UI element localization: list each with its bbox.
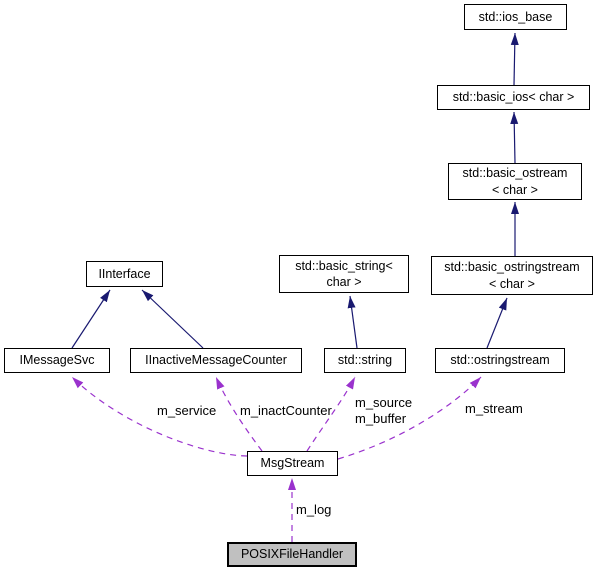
node-iinterface[interactable]: IInterface — [86, 261, 163, 287]
node-std-string[interactable]: std::string — [324, 348, 406, 373]
edge-imessagesvc-to-iinterface — [71, 289, 111, 349]
edge-label-m-stream: m_stream — [465, 401, 523, 416]
edge-msgstream-to-imessagesvc — [71, 376, 248, 457]
edge-label-m-service: m_service — [157, 403, 217, 418]
edge-label-m-inactcounter: m_inactCounter — [240, 403, 332, 418]
node-msgstream[interactable]: MsgStream — [247, 451, 338, 476]
edge-msgstream-to-ostringstream — [337, 376, 482, 460]
edge-ostringstream-to-basic-ostringstream — [486, 297, 508, 349]
node-std-basic-ostream[interactable]: std::basic_ostream < char > — [448, 163, 582, 200]
edge-basic-ostream-to-basic-ios — [510, 111, 519, 164]
edge-string-to-basic-string — [347, 295, 358, 349]
node-std-ios-base[interactable]: std::ios_base — [464, 4, 567, 30]
edge-msgstream-to-string — [306, 376, 356, 452]
node-iinactive-message-counter[interactable]: IInactiveMessageCounter — [130, 348, 302, 373]
edge-basic-ios-to-ios-base — [510, 32, 519, 86]
node-std-basic-ostringstream[interactable]: std::basic_ostringstream < char > — [431, 256, 593, 295]
node-std-ostringstream[interactable]: std::ostringstream — [435, 348, 565, 373]
edge-label-m-source-m-buffer: m_source m_buffer — [355, 395, 413, 427]
node-std-basic-string[interactable]: std::basic_string< char > — [279, 255, 409, 293]
edge-iinactivemessagecounter-to-iinterface — [141, 289, 204, 349]
edge-msgstream-to-iinactivemessagecounter — [215, 376, 263, 452]
node-std-basic-ios[interactable]: std::basic_ios< char > — [437, 85, 590, 110]
edge-label-m-log: m_log — [296, 502, 332, 517]
node-imessagesvc[interactable]: IMessageSvc — [4, 348, 110, 373]
node-posix-file-handler: POSIXFileHandler — [227, 542, 357, 567]
